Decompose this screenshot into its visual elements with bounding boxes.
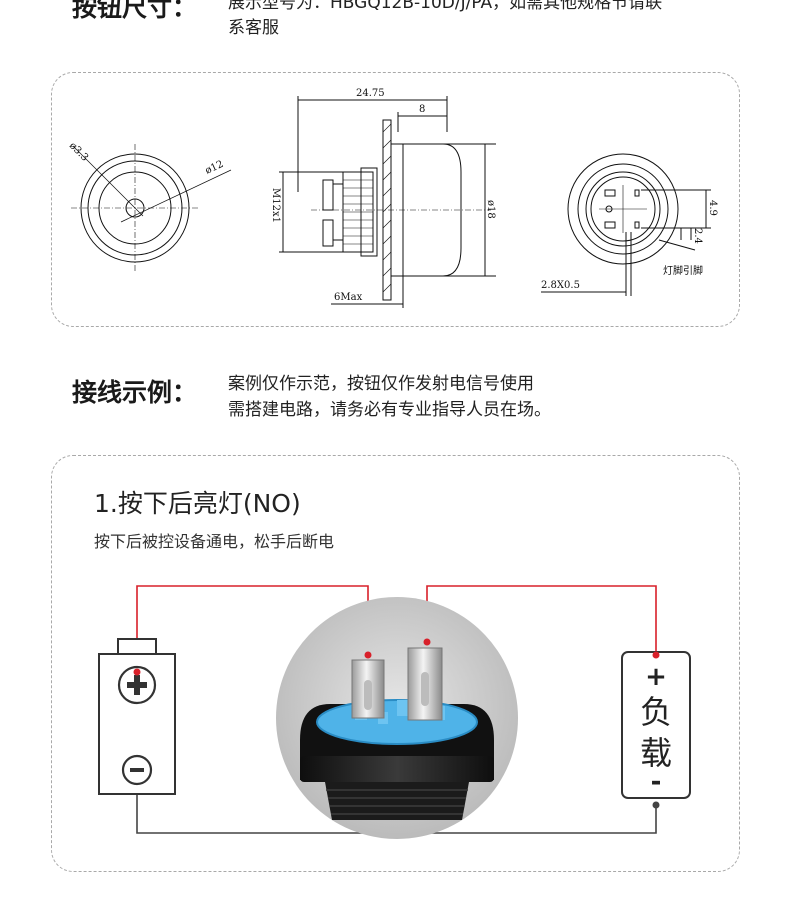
technical-drawing: ø3.3 ø12: [67, 88, 718, 308]
size-section-title: 按钮尺寸：: [72, 0, 198, 22]
wiring-diagram: + 负 载 -: [98, 585, 691, 839]
dim-thread: M12x1: [270, 188, 281, 223]
dimension-drawing-panel: [51, 72, 740, 327]
front-view: [71, 144, 232, 272]
load: [621, 651, 691, 809]
example-subtitle: 按下后被控设备通电，松手后断电: [94, 532, 335, 551]
lamp-pins-label: 灯脚引脚: [663, 264, 703, 277]
wiring-section-title: 接线示例：: [72, 378, 198, 407]
dim-pin-offset: 2.4: [692, 228, 703, 244]
size-section-desc-line2: 系客服: [228, 18, 279, 38]
dim-max: 6Max: [334, 292, 363, 303]
wiring-section-desc-line2: 需搭建电路，请务必有专业指导人员在场。: [228, 400, 551, 420]
example-title: 1.按下后亮灯(NO): [94, 489, 301, 518]
wiring-section-desc-line1: 案例仅作示范，按钮仅作发射电信号使用: [228, 374, 534, 394]
dim-pin-gap: 4.9: [707, 200, 718, 216]
dim-body: ø18: [485, 200, 496, 219]
side-view: [279, 96, 496, 308]
battery: [98, 638, 176, 795]
rear-view: [541, 153, 711, 296]
button-photo: [276, 597, 518, 839]
load-label-2: 载: [640, 734, 672, 772]
load-label-1: 负: [640, 693, 672, 731]
dim-cap: 8: [419, 104, 425, 115]
load-plus-sign: +: [645, 662, 667, 692]
size-section-desc-line1: 展示型号为：HBGQ12B-10D/J/PA，如需其他规格节请联: [228, 0, 663, 13]
wiring-example-panel: [51, 455, 740, 872]
hatching: [382, 123, 392, 293]
dim-total: 24.75: [356, 88, 385, 99]
load-minus-sign: -: [651, 767, 662, 797]
dim-pin-size: 2.8X0.5: [541, 280, 580, 291]
